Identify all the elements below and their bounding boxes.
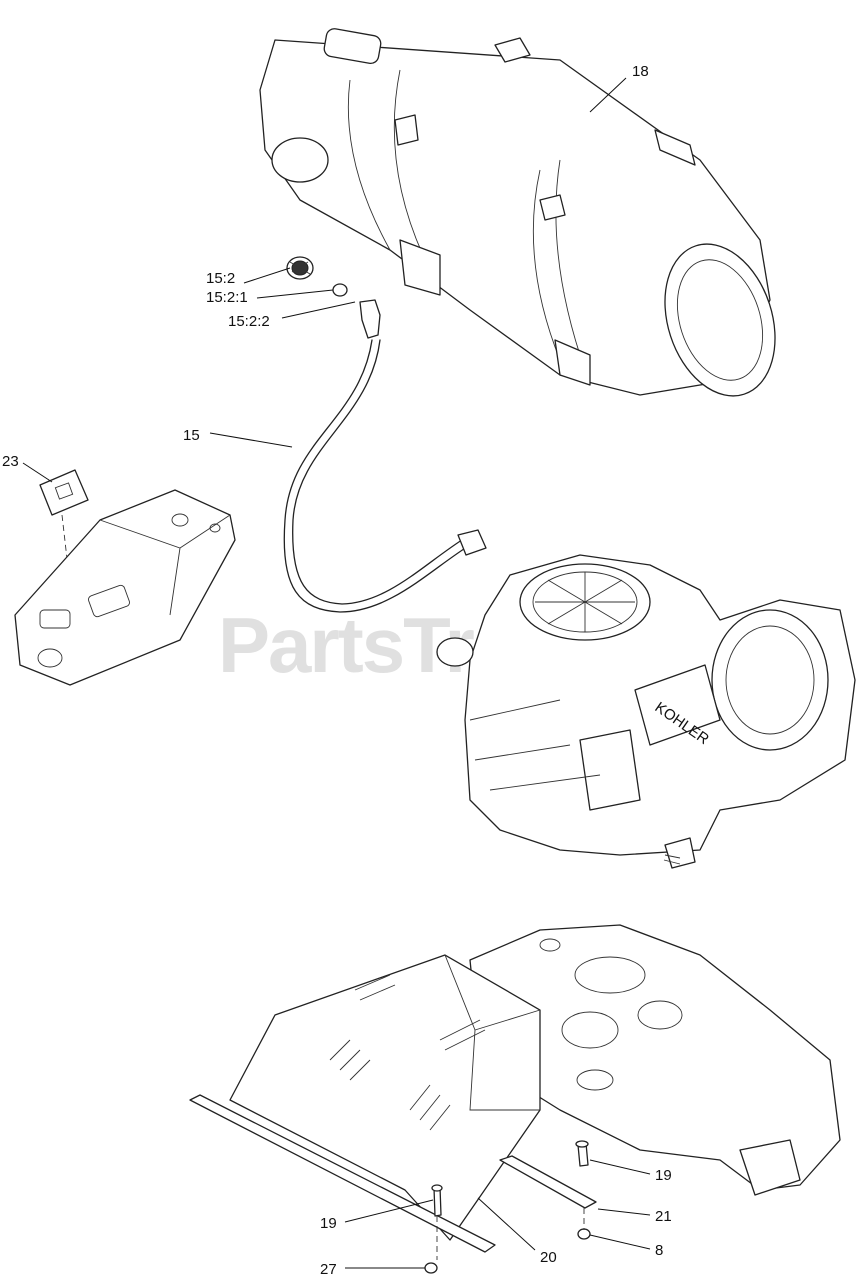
callout-23: 23 [2,453,19,470]
callout-18: 18 [632,63,649,80]
mounting-bracket [14,489,236,686]
elbow-fitting-15-2-2[interactable] [359,299,381,339]
bolt-19-upper[interactable] [575,1140,589,1167]
callout-19-lower: 19 [320,1215,337,1232]
engine: KOHLER [436,554,856,869]
shield-20[interactable] [189,954,541,1253]
callout-15-2-1: 15:2:1 [206,289,248,306]
callout-19-upper: 19 [655,1167,672,1184]
callout-15: 15 [183,427,200,444]
callout-8: 8 [655,1242,663,1259]
callout-20: 20 [540,1249,557,1266]
bolt-19-lower[interactable] [431,1184,443,1217]
hose-cap-15-2[interactable] [286,256,314,280]
callout-21: 21 [655,1208,672,1225]
strap-21[interactable] [499,1155,597,1209]
callout-27: 27 [320,1261,337,1278]
nut-8[interactable] [577,1228,591,1240]
callout-15-2: 15:2 [206,270,235,287]
air-cleaner-canister[interactable] [259,28,794,411]
hose[interactable] [283,339,487,613]
callout-15-2-2: 15:2:2 [228,313,270,330]
fitting-15-2-1[interactable] [332,283,348,297]
pad-23[interactable] [39,469,89,516]
deck-frame [469,924,841,1196]
nut-27[interactable] [424,1262,438,1274]
